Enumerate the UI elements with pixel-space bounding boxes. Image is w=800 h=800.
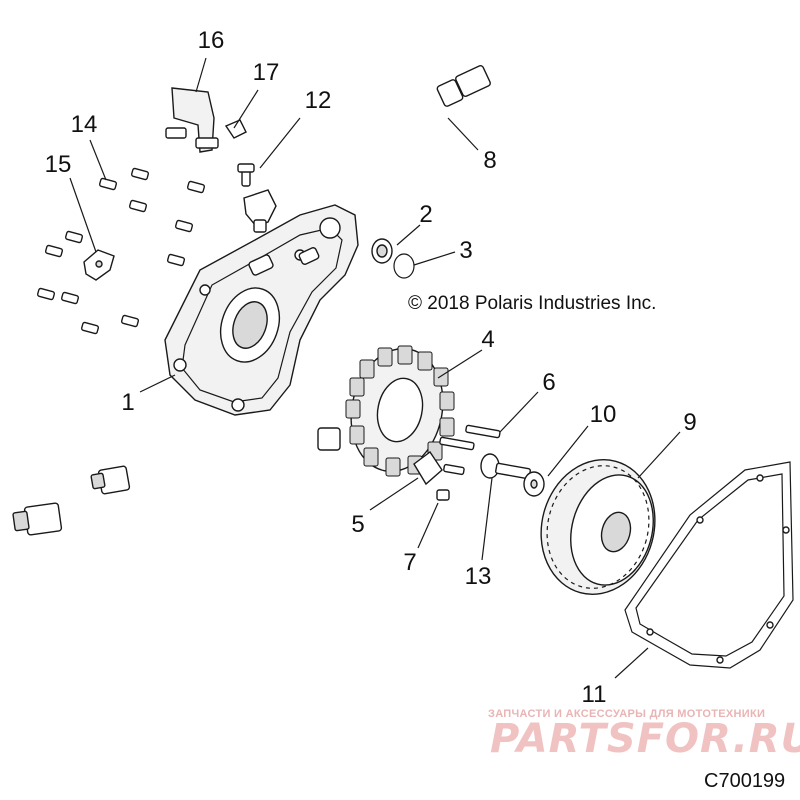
callout-10: 10: [590, 401, 617, 428]
watermark: ЗАПЧАСТИ И АКСЕССУАРЫ ДЛЯ МОТОТЕХНИКИ PA…: [488, 708, 800, 762]
part-12-bolt: [237, 163, 255, 187]
callout-3: 3: [459, 237, 472, 264]
callout-9: 9: [683, 409, 696, 436]
callout-16: 16: [198, 27, 225, 54]
part-5-plate: [413, 450, 443, 486]
callout-6: 6: [542, 369, 555, 396]
part-3-snap-ring: [393, 253, 415, 279]
callout-7: 7: [403, 549, 416, 576]
part-4-stator: [345, 345, 455, 477]
part-9-flywheel: [540, 459, 656, 595]
leader-lines: [69, 57, 681, 679]
part-10-washer: [523, 471, 545, 497]
callout-2: 2: [419, 201, 432, 228]
callout-8: 8: [483, 147, 496, 174]
part-15-clamp: [83, 249, 115, 281]
part-16-bracket: [165, 87, 219, 153]
stator-wiring-harness: [12, 427, 341, 536]
callout-labels: 1 2 3 4 5 6 7 8 9 10 11 12 13 14 15 16 1…: [45, 27, 697, 708]
part-11-gasket: [624, 461, 794, 669]
copyright-notice: © 2018 Polaris Industries Inc.: [408, 293, 656, 314]
part-13-shaft: [480, 453, 531, 480]
callout-5: 5: [351, 511, 364, 538]
part-6-bolts: [439, 424, 501, 476]
callout-4: 4: [481, 326, 494, 353]
callout-13: 13: [465, 563, 492, 590]
part-14-bolts: [36, 167, 206, 335]
callout-17: 17: [253, 59, 280, 86]
callout-1: 1: [121, 389, 134, 416]
part-7-bolt: [436, 489, 450, 501]
callout-15: 15: [45, 151, 72, 178]
watermark-tagline: ЗАПЧАСТИ И АКСЕССУАРЫ ДЛЯ МОТОТЕХНИКИ: [488, 708, 765, 720]
part-1-stator-cover: [164, 204, 359, 416]
callout-12: 12: [305, 87, 332, 114]
part-2-bearing: [371, 238, 393, 264]
diagram-code: C700199: [704, 770, 785, 792]
callout-11: 11: [582, 681, 607, 708]
callout-14: 14: [71, 111, 98, 138]
part-17-clip: [224, 119, 247, 139]
watermark-brand: PARTSFOR.RU: [490, 716, 800, 762]
part-8-speed-sensor: [243, 64, 491, 233]
